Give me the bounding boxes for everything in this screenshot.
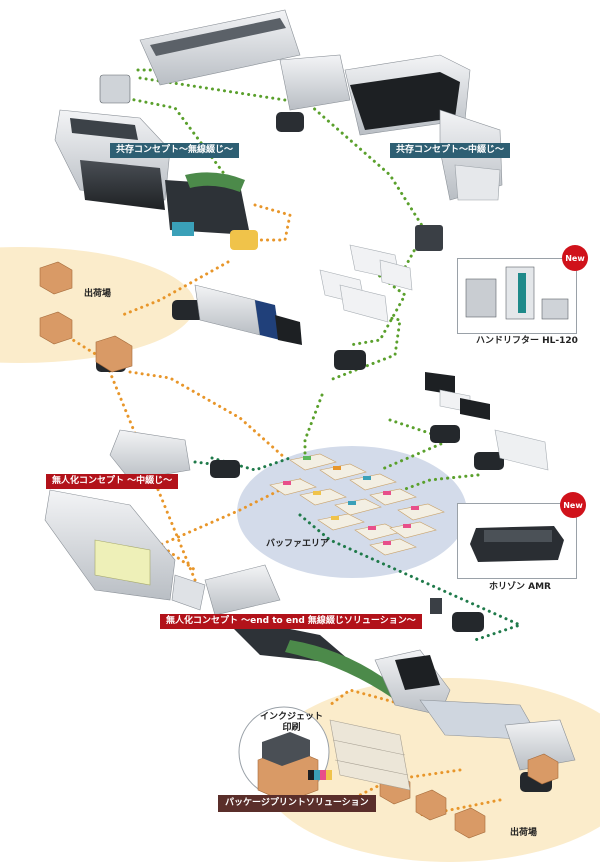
new-badge-hand-lifter: New — [562, 245, 588, 271]
unmanned-end-to-end-tag: 無人化コンセプト 〜end to end 無線綴じソリューション〜 — [160, 614, 422, 629]
shipping-area-top-label: 出荷場 — [84, 289, 112, 299]
print-stack-blocks — [425, 372, 549, 471]
saddle-stitch-line — [279, 54, 503, 201]
new-badge-amr: New — [560, 492, 586, 518]
unmanned-saddle-stitch-tag: 無人化コンセプト 〜中綴じ〜 — [46, 474, 179, 489]
package-warehouse — [329, 719, 411, 791]
robot-units — [99, 74, 443, 251]
perfect-binding-line — [54, 9, 301, 236]
horizon-amr-inset — [457, 503, 577, 579]
package-print-solution-tag: パッケージプリントソリューション — [218, 795, 376, 812]
buffer-tabs — [283, 456, 419, 545]
hand-lifter-label: ハンドリフター HL-120 — [476, 336, 578, 346]
coexist-saddle-stitch-tag: 共存コンセプト〜中綴じ〜 — [390, 143, 511, 158]
storage-racks — [319, 244, 413, 323]
unmanned-saddle-stitch-line — [44, 429, 206, 611]
digital-press — [194, 284, 302, 345]
inkjet-printing-label: インクジェット 印刷 — [260, 712, 324, 733]
hand-lifter-inset — [457, 258, 577, 334]
inkjet-box-illustration — [257, 732, 332, 803]
darkgreen-routes — [193, 456, 525, 642]
coexist-perfect-binding-tag: 共存コンセプト〜無線綴じ〜 — [110, 143, 240, 158]
end-to-end-line — [204, 564, 576, 771]
buffer-area-label: バッファエリア — [266, 539, 330, 549]
horizon-amr-label: ホリゾン AMR — [489, 582, 551, 592]
cardboard-pallets — [39, 261, 559, 839]
shipping-area-bottom-label: 出荷場 — [510, 828, 538, 838]
